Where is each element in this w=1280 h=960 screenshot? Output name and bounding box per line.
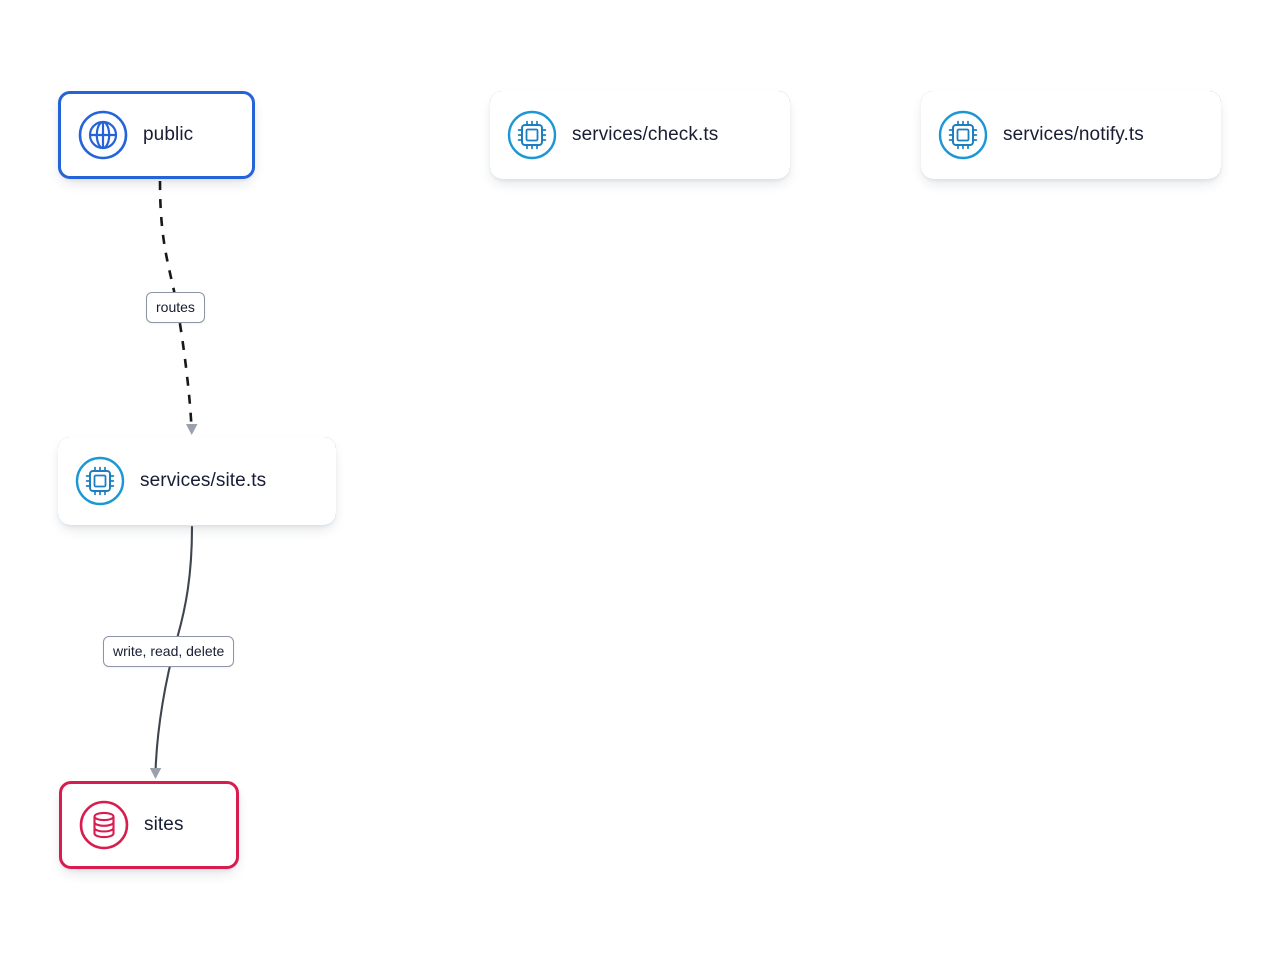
node-label: services/check.ts [572,124,719,145]
node-services-notify-ts[interactable]: services/notify.ts [921,91,1221,179]
node-label: services/notify.ts [1003,124,1144,145]
edge-label-routes[interactable]: routes [146,292,205,323]
node-public[interactable]: public [58,91,255,179]
chip-icon [937,109,989,161]
node-label: sites [144,814,184,835]
node-sites[interactable]: sites [59,781,239,869]
node-services-check-ts[interactable]: services/check.ts [490,91,790,179]
node-services-site-ts[interactable]: services/site.ts [58,437,336,525]
database-icon [78,799,130,851]
chip-icon [506,109,558,161]
node-label: services/site.ts [140,470,267,491]
chip-icon [74,455,126,507]
globe-icon [77,109,129,161]
node-label: public [143,124,194,145]
edge-label-write-read-delete[interactable]: write, read, delete [103,636,235,667]
